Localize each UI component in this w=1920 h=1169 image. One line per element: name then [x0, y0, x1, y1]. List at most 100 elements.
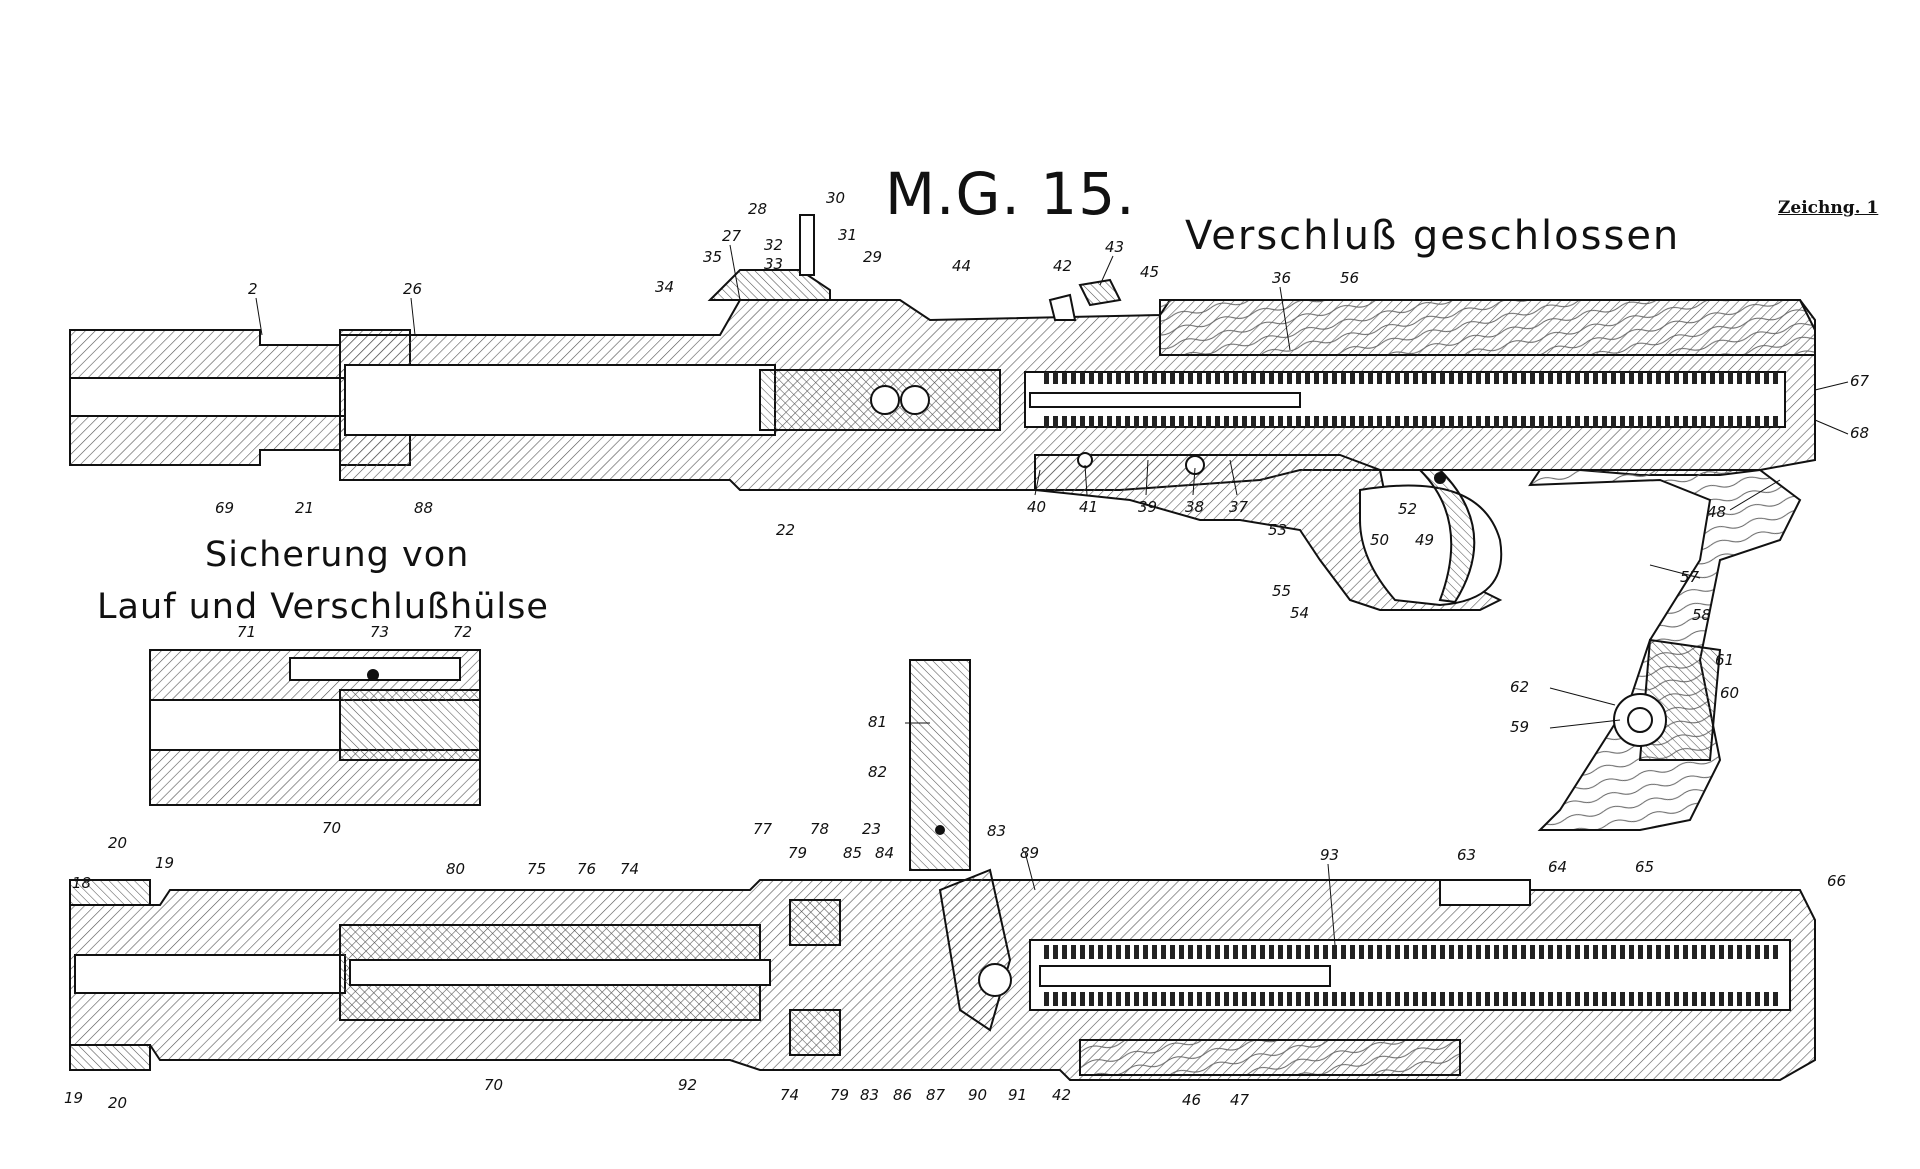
part-label: 79 — [788, 844, 807, 862]
part-label: 76 — [577, 860, 596, 878]
lower-spring-lower — [1040, 992, 1780, 1006]
part-label: 62 — [1510, 678, 1529, 696]
part-label: 58 — [1692, 606, 1711, 624]
part-label: 21 — [295, 499, 314, 517]
part-label: 39 — [1138, 498, 1157, 516]
part-label: 75 — [527, 860, 546, 878]
part-label: 55 — [1272, 582, 1291, 600]
magazine-pin — [935, 825, 945, 835]
part-label: 56 — [1340, 269, 1359, 287]
part-label: 36 — [1272, 269, 1291, 287]
recoil-spring-upper — [1040, 372, 1780, 384]
part-label: 88 — [414, 499, 433, 517]
part-label: 44 — [952, 257, 971, 275]
plate-label: Zeichng. 1 — [1778, 198, 1879, 218]
part-number-labels: 2 26 27 28 29 30 31 32 33 34 35 36 37 38… — [64, 189, 1870, 1112]
part-label: 48 — [1707, 503, 1726, 521]
part-label: 61 — [1715, 651, 1734, 669]
part-label: 63 — [1457, 846, 1476, 864]
barrel-bore — [69, 377, 346, 417]
part-label: 77 — [753, 820, 773, 838]
stock-wood — [1159, 299, 1816, 356]
part-label: 31 — [838, 226, 857, 244]
part-label: 28 — [748, 200, 767, 218]
bolt-hole-2 — [900, 385, 930, 415]
part-label: 90 — [968, 1086, 987, 1104]
part-label: 19 — [64, 1089, 83, 1107]
bolt-body — [759, 369, 1001, 431]
part-label: 2 — [248, 280, 258, 298]
part-label: 59 — [1510, 718, 1529, 736]
part-label: 26 — [403, 280, 422, 298]
part-label: 38 — [1185, 498, 1204, 516]
grip-screw-inner — [1627, 707, 1653, 733]
part-label: 80 — [446, 860, 465, 878]
part-label: 60 — [1720, 684, 1739, 702]
part-label: 18 — [72, 874, 91, 892]
part-label: 85 — [843, 844, 862, 862]
part-label: 43 — [1105, 238, 1124, 256]
lower-section-view — [69, 659, 1816, 1081]
sight-post — [799, 214, 815, 276]
part-label: 40 — [1027, 498, 1046, 516]
lower-top-plate — [1439, 879, 1531, 906]
lower-firing-pin — [1039, 965, 1331, 987]
part-label: 68 — [1850, 424, 1869, 442]
part-label: 32 — [764, 236, 783, 254]
part-label: 91 — [1008, 1086, 1027, 1104]
ejection-cover — [1048, 293, 1077, 321]
part-label: 66 — [1827, 872, 1846, 890]
part-label: 69 — [215, 499, 234, 517]
inset-pin — [367, 669, 379, 681]
part-label: 70 — [322, 819, 341, 837]
part-label: 82 — [868, 763, 887, 781]
lower-bore — [74, 954, 346, 994]
part-label: 57 — [1680, 568, 1700, 586]
part-label: 42 — [1052, 1086, 1071, 1104]
part-label: 27 — [722, 227, 742, 245]
locking-ring-top — [789, 899, 841, 946]
inset-view — [149, 649, 481, 806]
upper-section-view — [69, 214, 1816, 831]
part-label: 93 — [1320, 846, 1339, 864]
part-label: 34 — [655, 278, 674, 296]
part-label: 89 — [1020, 844, 1039, 862]
bolt-hole-1 — [870, 385, 900, 415]
part-label: 81 — [868, 713, 887, 731]
diagram-subtitle: Verschluß geschlossen — [1185, 213, 1681, 259]
part-label: 23 — [862, 820, 881, 838]
sear-pin — [1077, 452, 1093, 468]
part-label: 65 — [1635, 858, 1654, 876]
locking-ring-bottom — [789, 1009, 841, 1056]
part-label: 67 — [1850, 372, 1870, 390]
part-label: 74 — [780, 1086, 799, 1104]
lower-front-fitting — [69, 879, 151, 1071]
part-label: 50 — [1370, 531, 1389, 549]
part-label: 74 — [620, 860, 639, 878]
part-label: 33 — [764, 255, 783, 273]
part-label: 29 — [863, 248, 882, 266]
part-label: 78 — [810, 820, 829, 838]
part-label: 22 — [776, 521, 795, 539]
part-label: 41 — [1079, 498, 1098, 516]
part-label: 86 — [893, 1086, 912, 1104]
part-label: 84 — [875, 844, 894, 862]
part-label: 45 — [1140, 263, 1159, 281]
part-label: 42 — [1053, 257, 1072, 275]
part-label: 20 — [108, 1094, 127, 1112]
part-label: 19 — [155, 854, 174, 872]
part-label: 49 — [1415, 531, 1434, 549]
part-label: 92 — [678, 1076, 697, 1094]
part-label: 30 — [826, 189, 845, 207]
pivot-pin-49 — [1434, 472, 1446, 484]
cover-latch — [1078, 278, 1122, 307]
bolt-channel — [344, 364, 776, 436]
recoil-spring-lower — [1040, 416, 1780, 428]
lower-spring-upper — [1040, 945, 1780, 959]
part-label: 70 — [484, 1076, 503, 1094]
part-label: 53 — [1268, 521, 1287, 539]
part-label: 79 — [830, 1086, 849, 1104]
part-label: 52 — [1398, 500, 1417, 518]
lower-wood-fore — [1079, 1039, 1461, 1076]
